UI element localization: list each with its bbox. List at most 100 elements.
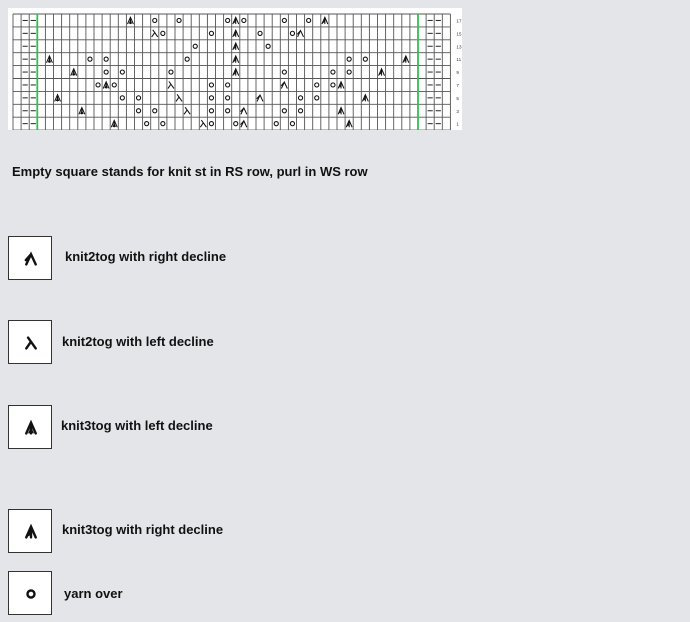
legend-label-k3tog-left: knit3tog with left decline xyxy=(61,418,213,433)
k3tog-right-decline-icon xyxy=(337,106,345,115)
yarn-over-icon xyxy=(135,95,142,101)
chart-description: Empty square stands for knit st in RS ro… xyxy=(12,164,368,179)
k2tog-left-decline-icon xyxy=(151,29,159,38)
k2tog-right-decline-icon xyxy=(280,80,288,89)
yarn-over-icon xyxy=(208,95,215,101)
yarn-over-icon xyxy=(297,108,304,114)
k3tog-right-decline-icon xyxy=(337,80,345,89)
yarn-over-icon xyxy=(257,30,263,36)
k2tog-right-decline-icon xyxy=(24,251,37,266)
k3tog-right-decline-icon xyxy=(232,54,240,63)
edge-stitch-marks xyxy=(22,19,441,125)
k3tog-left-decline-icon xyxy=(70,67,78,76)
k3tog-right-decline-icon xyxy=(25,523,37,539)
yarn-over-icon xyxy=(346,56,352,62)
k3tog-right-decline-icon xyxy=(232,67,240,76)
k2tog-left-decline-icon xyxy=(183,107,191,115)
k2tog-right-decline-icon xyxy=(256,93,264,102)
row-number: 13 xyxy=(456,44,462,49)
yarn-over-icon xyxy=(208,82,215,88)
yarn-over-icon xyxy=(119,95,125,101)
k3tog-left-decline-icon xyxy=(102,80,110,89)
yarn-over-icon xyxy=(26,589,36,599)
yarn-over-icon xyxy=(289,30,296,36)
yarn-over-icon xyxy=(192,43,198,49)
k3tog-right-decline-icon xyxy=(378,67,385,76)
legend-label-yarn-over: yarn over xyxy=(64,586,123,601)
yarn-over-icon xyxy=(135,108,142,114)
k3tog-left-decline-icon xyxy=(46,54,53,63)
legend-symbol-k3tog-right-box xyxy=(8,509,52,553)
yarn-over-icon xyxy=(297,95,304,101)
row-number: 5 xyxy=(456,96,459,101)
yarn-over-icon xyxy=(152,17,158,24)
row-number: 17 xyxy=(456,18,462,23)
yarn-over-icon xyxy=(330,82,336,88)
yarn-over-icon xyxy=(87,56,93,62)
yarn-over-icon xyxy=(330,69,336,75)
yarn-over-icon xyxy=(111,82,117,88)
k3tog-left-decline-icon xyxy=(25,419,37,435)
k3tog-right-decline-icon xyxy=(232,41,240,50)
row-number: 7 xyxy=(456,83,459,88)
legend-symbol-k2tog-right-box xyxy=(8,236,52,280)
yarn-over-icon xyxy=(241,17,247,24)
row-number: 11 xyxy=(456,57,461,62)
k3tog-right-decline-icon xyxy=(345,119,353,128)
yarn-over-icon xyxy=(160,30,166,36)
chart-gridlines xyxy=(12,13,451,130)
k3tog-left-decline-icon xyxy=(54,93,61,102)
yarn-over-icon xyxy=(119,69,125,75)
yarn-over-icon xyxy=(281,17,287,24)
legend-symbol-k2tog-left-box xyxy=(8,320,52,364)
knitting-chart-panel: 17 15 13 11 9 7 5 3 1 xyxy=(8,8,462,130)
legend-symbol-k3tog-left-box xyxy=(8,405,52,449)
k3tog-right-decline-icon xyxy=(362,93,369,102)
row-number: 3 xyxy=(456,109,459,114)
yarn-over-icon xyxy=(168,69,174,75)
yarn-over-icon xyxy=(152,108,158,114)
yarn-over-icon xyxy=(281,108,287,114)
yarn-over-icon xyxy=(208,30,215,36)
k3tog-left-decline-icon xyxy=(110,119,118,128)
yarn-over-icon xyxy=(208,121,215,127)
k2tog-left-decline-icon xyxy=(200,119,207,128)
yarn-over-icon xyxy=(225,95,231,101)
yarn-over-icon xyxy=(176,17,182,24)
knitting-chart-grid: 17 15 13 11 9 7 5 3 1 xyxy=(12,13,462,130)
yarn-over-icon xyxy=(225,108,231,114)
yarn-over-icon xyxy=(273,121,279,127)
yarn-over-icon xyxy=(184,56,190,62)
k3tog-right-decline-icon xyxy=(402,54,410,63)
k3tog-left-decline-icon xyxy=(78,106,86,115)
k2tog-left-decline-icon xyxy=(167,81,175,89)
yarn-over-icon xyxy=(314,95,320,101)
yarn-over-icon xyxy=(346,69,352,75)
yarn-over-icon xyxy=(103,56,109,62)
yarn-over-icon xyxy=(281,69,287,75)
yarn-over-icon xyxy=(362,56,368,62)
legend-label-k2tog-left: knit2tog with left decline xyxy=(62,334,214,349)
yarn-over-icon xyxy=(289,121,296,127)
yarn-over-icon xyxy=(95,82,101,88)
legend-label-k2tog-right: knit2tog with right decline xyxy=(65,249,227,264)
k2tog-right-decline-icon xyxy=(240,119,248,128)
k2tog-left-decline-icon xyxy=(25,336,37,350)
legend-label-k3tog-right: knit3tog with right decline xyxy=(62,522,224,537)
k3tog-right-decline-icon xyxy=(321,15,329,25)
yarn-over-icon xyxy=(233,121,239,127)
row-number: 15 xyxy=(456,31,462,36)
yarn-over-icon xyxy=(314,82,320,88)
yarn-over-icon xyxy=(265,43,271,49)
yarn-over-icon xyxy=(208,108,215,114)
row-number: 1 xyxy=(456,122,459,127)
k3tog-left-decline-icon xyxy=(127,15,134,25)
legend-symbol-yarn-over-box xyxy=(8,571,52,615)
yarn-over-icon xyxy=(225,17,231,24)
yarn-over-icon xyxy=(144,121,150,127)
row-number: 9 xyxy=(456,70,459,75)
yarn-over-icon xyxy=(306,17,312,24)
k2tog-left-decline-icon xyxy=(175,94,183,102)
k2tog-right-decline-icon xyxy=(240,106,248,115)
yarn-over-icon xyxy=(160,121,166,127)
